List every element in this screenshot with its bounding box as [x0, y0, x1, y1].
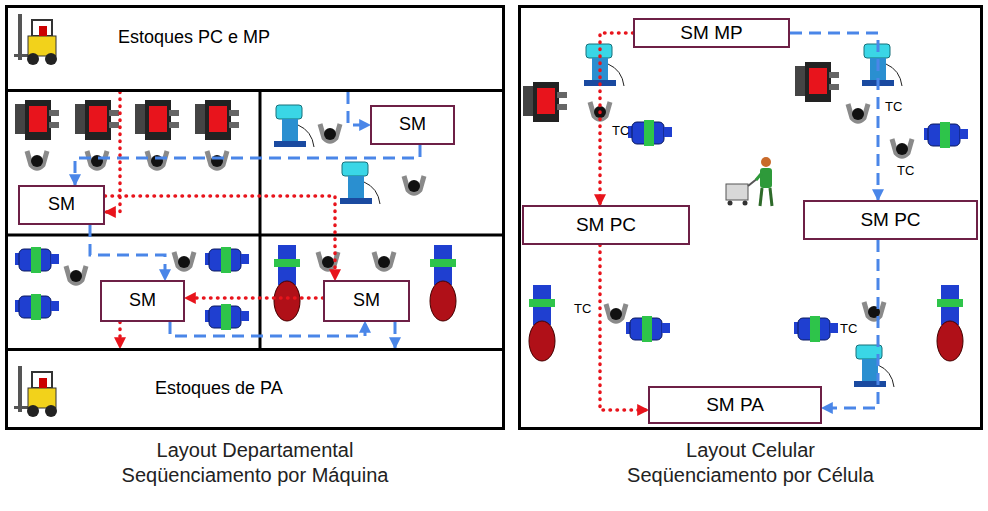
drill-machine — [584, 44, 624, 86]
forklift-icon — [14, 366, 57, 417]
operator-icon — [848, 104, 868, 121]
art-part — [770, 188, 772, 206]
box-label: SM PC — [860, 210, 920, 231]
sm-box: SM — [323, 280, 410, 322]
flow-blue-dashed — [90, 225, 165, 280]
cart-worker — [726, 157, 772, 206]
art-part — [761, 157, 771, 167]
sm-box: SM PA — [648, 386, 822, 424]
tc-label: TC — [897, 164, 914, 177]
milling-machine — [15, 100, 59, 140]
band-label: Estoques de PA — [155, 378, 283, 400]
milling-machine — [135, 100, 179, 140]
panel-caption: Layout Departamental Seqüenciamento por … — [113, 438, 398, 488]
operator-icon — [66, 266, 86, 283]
art-part — [743, 201, 748, 206]
flow-blue-dashed — [75, 145, 420, 185]
sm-box: SM MP — [633, 18, 790, 48]
vertical-machine — [529, 285, 555, 361]
operator-icon — [320, 124, 340, 141]
flow-red-dotted — [600, 245, 648, 410]
region-line — [259, 92, 262, 348]
milling-machine — [795, 62, 839, 102]
art-part — [726, 184, 748, 200]
drill-machine — [340, 162, 380, 204]
flow-red-dotted — [118, 322, 122, 348]
box-label: SM PC — [576, 215, 636, 236]
box-label: SM MP — [680, 23, 742, 44]
flow-red-dotted — [600, 33, 633, 205]
stock-band: Estoques de PA — [5, 348, 505, 430]
flow-blue-dashed — [822, 240, 878, 408]
lathe-machine — [626, 316, 670, 342]
flow-red-dotted — [105, 92, 120, 212]
sm-box: SM PC — [803, 200, 978, 240]
art-part — [760, 168, 772, 188]
operator-icon — [174, 252, 194, 269]
art-part — [728, 201, 733, 206]
art-part — [756, 174, 761, 180]
lathe-machine — [205, 247, 249, 273]
tc-label: TC — [885, 100, 902, 113]
band-label: Estoques PC e MP — [118, 27, 270, 49]
lathe-machine — [205, 304, 249, 330]
lathe-machine — [628, 120, 672, 146]
layout-panel: Layout Departamental Seqüenciamento por … — [5, 5, 505, 430]
operator-icon — [892, 139, 912, 156]
drill-machine — [854, 345, 894, 387]
operator-icon — [27, 151, 47, 168]
milling-machine — [195, 100, 239, 140]
flow-blue-dashed — [790, 33, 878, 200]
operator-icon — [606, 304, 626, 321]
lathe-machine — [15, 294, 59, 320]
panel-caption: Layout Celular Seqüenciamento por Célula — [616, 438, 886, 488]
box-label: SM PA — [706, 395, 764, 416]
sm-box: SM — [18, 185, 105, 225]
sm-box: SM — [100, 280, 185, 322]
box-label: SM — [399, 115, 426, 135]
tc-label: TC — [840, 322, 857, 335]
art-part — [760, 188, 762, 206]
layout-panel: Layout Celular Seqüenciamento por Célula… — [518, 5, 983, 430]
sm-box: SM PC — [522, 205, 690, 245]
stock-band: Estoques PC e MP — [5, 5, 505, 92]
tc-label: TC — [574, 302, 591, 315]
vertical-machine — [937, 285, 963, 361]
vertical-machine — [274, 245, 300, 321]
milling-machine — [75, 100, 119, 140]
flow-blue-dashed — [348, 92, 370, 125]
vertical-machine — [430, 245, 456, 321]
sm-box: SM — [370, 105, 455, 145]
flow-blue-dashed — [394, 322, 397, 348]
box-label: SM — [48, 195, 75, 215]
flow-red-dotted — [185, 296, 323, 300]
box-label: SM — [129, 291, 156, 311]
region-line — [5, 234, 505, 237]
flow-blue-dashed — [170, 322, 365, 336]
lathe-machine — [15, 247, 59, 273]
drill-machine — [862, 44, 902, 86]
flow-red-dotted — [105, 196, 335, 280]
drill-machine — [274, 105, 314, 147]
operator-icon — [864, 302, 884, 319]
forklift-icon — [14, 14, 57, 65]
operator-icon — [404, 176, 424, 193]
lathe-machine — [924, 122, 968, 148]
milling-machine — [523, 82, 567, 122]
box-label: SM — [353, 291, 380, 311]
lathe-machine — [794, 316, 838, 342]
tc-label: TC — [612, 124, 629, 137]
operator-icon — [374, 252, 394, 269]
